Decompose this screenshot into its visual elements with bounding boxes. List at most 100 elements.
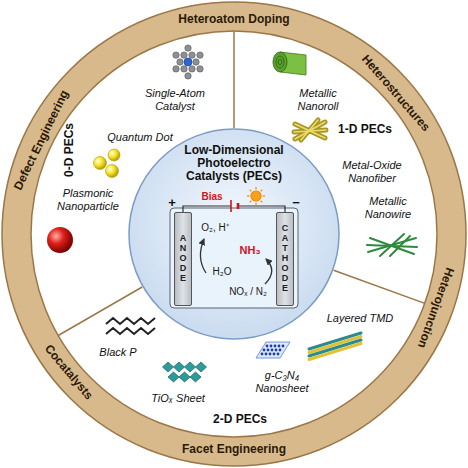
atom (185, 73, 191, 79)
sector-divider (334, 270, 425, 303)
octahedron (190, 372, 201, 382)
phosphorene-chain (106, 318, 155, 324)
bias-wire (183, 206, 285, 212)
sector-heading: 2-D PECs (213, 413, 267, 427)
octahedron (174, 362, 185, 372)
phosphorene-chain (106, 328, 155, 334)
center-fill (129, 129, 339, 339)
atom (189, 52, 195, 58)
gcn-atom (274, 345, 277, 348)
roll-spiral (276, 56, 284, 68)
nanoroll-icon (273, 52, 306, 75)
atom (177, 59, 183, 65)
gcn-atom (265, 353, 268, 356)
sun-ray (247, 195, 250, 196)
material-label: Black P (99, 346, 136, 359)
bias-label: Bias (201, 191, 222, 203)
cycle-arrow (200, 239, 206, 273)
octahedron (163, 362, 174, 372)
material-label: g-C₃N₄ Nanosheet (244, 369, 320, 394)
sun-ray (261, 201, 263, 203)
quantum-dot (106, 165, 119, 178)
ring-label: Facet Engineering (182, 442, 286, 456)
gcn-atom (271, 349, 274, 352)
battery-plate (237, 203, 240, 209)
fiber (294, 130, 326, 132)
gcn-icon (256, 342, 290, 358)
material-label: Metallic Nanowire (350, 195, 426, 220)
cycle-arrow (265, 259, 272, 284)
material-label: Layered TMD (327, 312, 394, 325)
wire (390, 236, 410, 256)
roll-spiral (278, 59, 282, 65)
octahedron (196, 362, 207, 372)
battery-plate (230, 200, 232, 212)
sun-ray (250, 190, 252, 192)
sector-divider (233, 31, 235, 128)
atom (173, 52, 179, 58)
atom (181, 52, 187, 58)
octahedron (185, 362, 196, 372)
gcn-atom (278, 345, 281, 348)
ring-label: Heterostructures (359, 52, 433, 134)
center-circle-shape (129, 129, 339, 339)
gcn-atom (273, 353, 276, 356)
atom (181, 66, 187, 72)
electrolyte-cell (170, 208, 298, 308)
sun-ray (263, 195, 266, 196)
polarity-sign: − (292, 196, 300, 211)
quantum-dot (108, 149, 120, 161)
tmd-layer (309, 340, 361, 356)
gcn-atom (282, 345, 285, 348)
species-label: NOₓ / N₂ (229, 286, 267, 298)
tmd-icon (309, 333, 361, 360)
center-circle: ANODE CATHODE Low-Dimensional Photoelectro… (128, 128, 340, 340)
sector-heading: 1-D PECs (338, 123, 392, 137)
atom (185, 45, 191, 51)
product-label: NH₃ (240, 244, 261, 257)
sun-ray (255, 187, 256, 190)
material-label: Metallic Nanoroll (280, 87, 356, 112)
electrode-box: ANODE (174, 212, 192, 306)
octahedron (168, 372, 179, 382)
species-label: H₂O (213, 266, 232, 278)
material-label: Plasmonic Nanoparticle (48, 187, 128, 212)
fiber-shine (295, 122, 325, 139)
atom (197, 52, 203, 58)
fiber-shine (295, 124, 325, 138)
tiox-icon (163, 362, 207, 382)
sector-heading: 0-D PECs (63, 123, 77, 177)
center-title: Low-Dimensional Photoelectro Catalysts (… (172, 144, 296, 183)
atom (189, 66, 195, 72)
electrode-box: CATHODE (276, 212, 294, 306)
polarity-sign: + (168, 196, 176, 211)
roll-end (273, 52, 287, 72)
cell-illustration (170, 187, 298, 308)
black-p-icon (106, 318, 155, 334)
gcn-atom (270, 345, 273, 348)
sun-icon (247, 187, 265, 205)
sun-ray (255, 203, 256, 206)
species-label: O₂, H⁺ (201, 222, 228, 234)
gcn-atom (261, 353, 264, 356)
nanowire-icon (367, 234, 417, 256)
atom (197, 66, 203, 72)
fiber (295, 122, 325, 139)
sun-ray (261, 190, 263, 192)
single-atom-icon (173, 45, 203, 79)
ring-label: Defect Engineering (10, 88, 71, 192)
gcn-atom (267, 349, 270, 352)
quantum-dot-icon (94, 149, 121, 178)
gcn-sheet (256, 342, 290, 358)
gcn-atom (269, 353, 272, 356)
nanofiber-icon (294, 120, 326, 140)
material-label: Quantum Dot (107, 131, 172, 144)
sun-ray (250, 201, 252, 203)
material-label: Metal-Oxide Nanofiber (334, 159, 410, 184)
material-label: Single-Atom Catalyst (135, 87, 215, 112)
electrode-label: ANODE (179, 234, 188, 283)
gcn-atom (263, 349, 266, 352)
